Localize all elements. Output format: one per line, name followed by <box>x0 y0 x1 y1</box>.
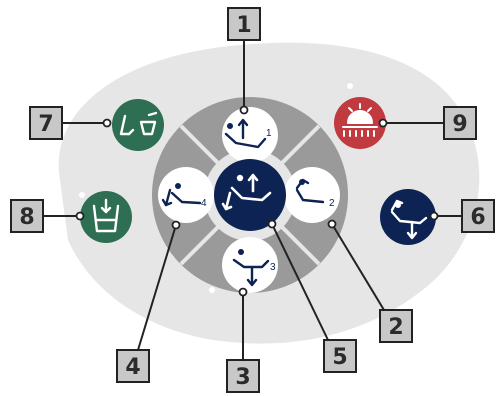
segment-digit: 3 <box>270 262 276 273</box>
cup-fill-icon <box>92 198 120 233</box>
backrest-up-icon <box>295 178 325 204</box>
callout-5: 5 <box>323 339 357 373</box>
button-cup-fill[interactable] <box>80 191 132 243</box>
callout-1: 1 <box>227 7 261 41</box>
svg-text:5: 5 <box>332 345 347 370</box>
callout-8: 8 <box>10 199 44 233</box>
button-operating-light[interactable] <box>334 97 386 149</box>
callout-3: 3 <box>226 359 260 393</box>
button-backrest-down[interactable]: 4 <box>158 167 214 223</box>
svg-text:1: 1 <box>236 13 251 38</box>
callout-2: 2 <box>379 309 413 343</box>
callout-9: 9 <box>443 106 477 140</box>
svg-text:4: 4 <box>125 355 140 380</box>
svg-text:8: 8 <box>19 205 34 230</box>
callout-6: 6 <box>461 199 495 233</box>
highlight-dot <box>347 83 353 89</box>
button-backrest-lower[interactable] <box>380 189 436 245</box>
button-chair-memory[interactable] <box>214 159 286 231</box>
chair-memory-icon <box>221 173 272 211</box>
svg-text:9: 9 <box>452 112 467 137</box>
chair-down-icon <box>232 249 270 287</box>
button-backrest-up[interactable]: 2 <box>284 167 340 223</box>
callout-4: 4 <box>116 349 150 383</box>
segment-digit: 1 <box>266 128 272 139</box>
operating-light-icon <box>342 103 378 137</box>
button-chair-up[interactable]: 1 <box>222 107 278 163</box>
backrest-down-icon <box>161 183 202 207</box>
highlight-dot <box>209 287 215 293</box>
leader-endpoints <box>75 105 439 297</box>
svg-text:2: 2 <box>388 315 403 340</box>
segment-digit: 2 <box>329 198 335 209</box>
button-chair-down[interactable]: 3 <box>222 237 278 293</box>
chair-up-icon <box>224 118 267 149</box>
callout-7: 7 <box>29 106 63 140</box>
svg-text:6: 6 <box>470 205 485 230</box>
backrest-lower-icon <box>390 199 428 240</box>
button-spittoon-position[interactable] <box>112 99 164 151</box>
segment-digit: 4 <box>201 198 207 209</box>
highlight-dot <box>79 192 85 198</box>
svg-text:7: 7 <box>38 112 53 137</box>
spittoon-position-icon <box>119 111 158 136</box>
leader-lines <box>43 40 462 360</box>
svg-text:3: 3 <box>235 365 250 390</box>
